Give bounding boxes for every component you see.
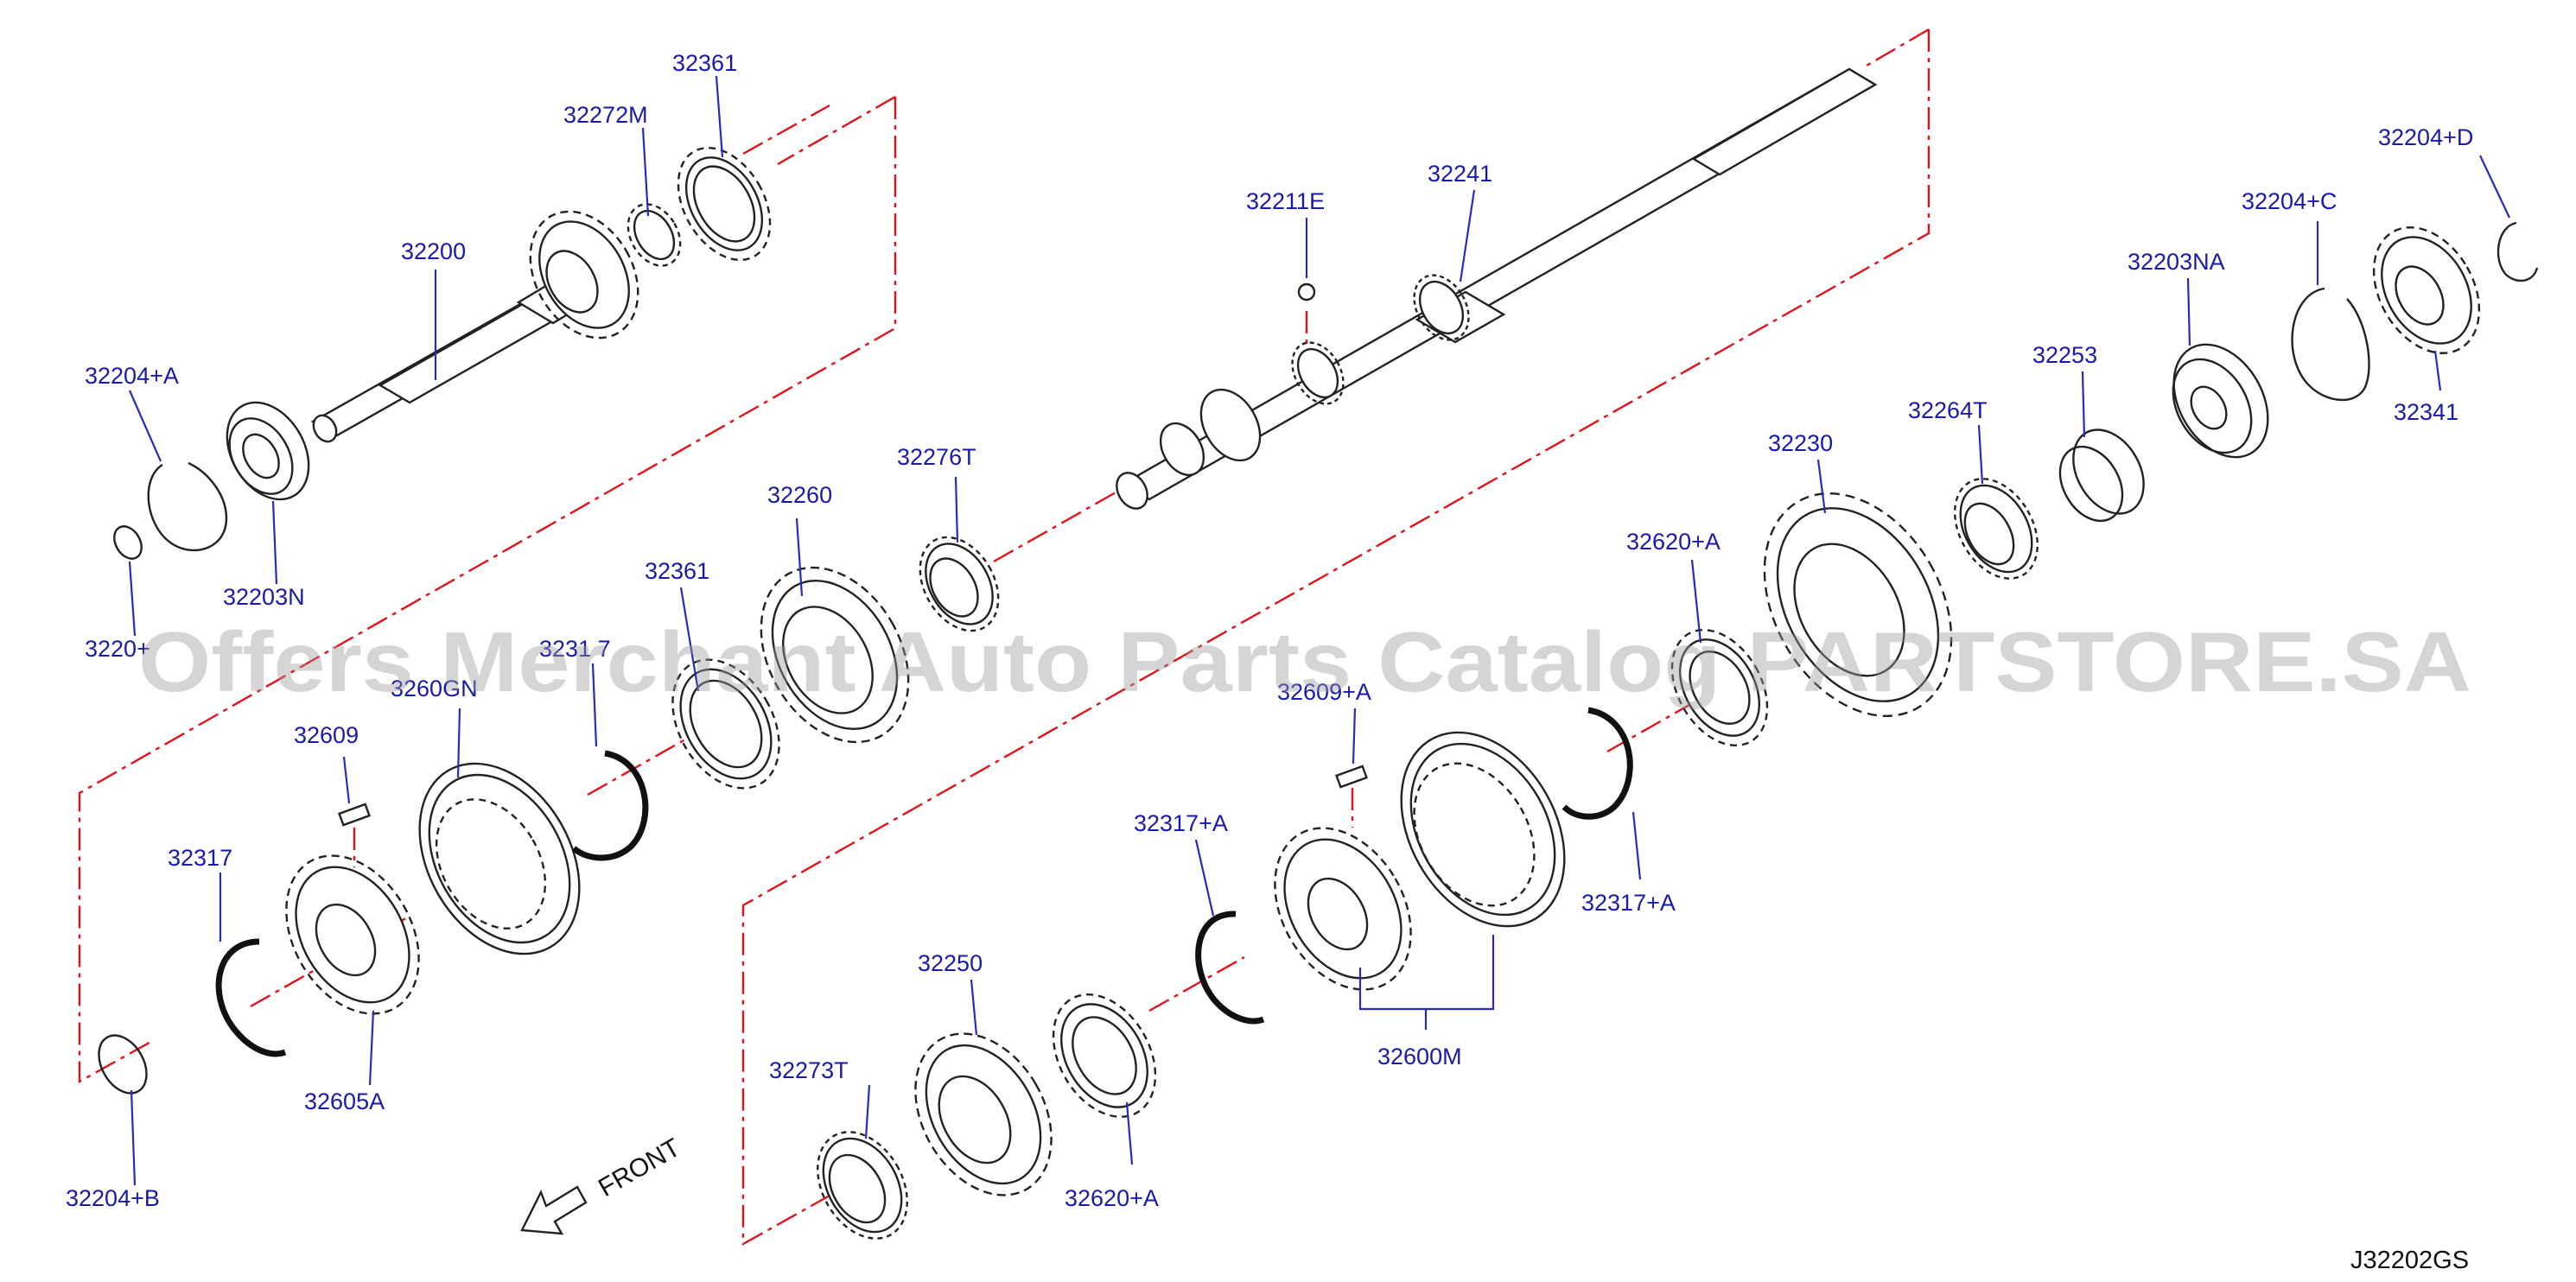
label-32204C: 32204+C: [2242, 188, 2337, 214]
main-shaft-32241: [1116, 67, 1878, 510]
label-32241: 32241: [1428, 161, 1492, 187]
needle-bearing-32273T: [817, 1131, 908, 1240]
label-32253: 32253: [2032, 342, 2097, 368]
label-32204B: 32204+B: [66, 1185, 160, 1211]
bushing-32253: [2058, 428, 2145, 523]
bearing-32203N: [226, 401, 310, 501]
label-32211E: 32211E: [1246, 188, 1325, 214]
front-label: FRONT: [594, 1133, 685, 1203]
label-32250: 32250: [918, 950, 983, 976]
gear-32605A: [285, 854, 420, 1015]
phantom-frame-left: [78, 97, 897, 1084]
phantom-line-upper: [777, 95, 896, 166]
synchro-ring-32361-mid: [671, 658, 780, 790]
label-32203NA: 32203NA: [2128, 249, 2225, 275]
front-arrow: FRONT: [520, 1133, 685, 1235]
gear-32230: [1763, 492, 1953, 717]
hub-32600M: [1274, 827, 1412, 991]
snap-ring-32317A-right: [1562, 707, 1633, 820]
label-32200: 32200: [401, 238, 466, 264]
label-32272M: 32272M: [563, 102, 648, 128]
label-32317-mid: 3231 7: [539, 636, 611, 662]
label-32273T: 32273T: [769, 1057, 849, 1083]
label-32317A-mid: 32317+A: [1134, 810, 1228, 836]
synchro-ring-32620A-right: [1670, 628, 1769, 747]
label-32230: 32230: [1768, 430, 1833, 456]
snap-ring-32317A-mid: [1195, 911, 1265, 1025]
sleeve-32600M: [1400, 731, 1566, 928]
label-32264T: 32264T: [1908, 397, 1988, 423]
gear-32250: [914, 1032, 1053, 1196]
label-32608N: 3260GN: [391, 676, 478, 701]
label-32605A: 32605A: [304, 1088, 385, 1114]
label-32276T: 32276T: [897, 444, 976, 470]
snap-ring-32204C: [2291, 287, 2370, 402]
part-labels: 32361 32272M 32200 32204+A 32203N 3220+ …: [66, 50, 2473, 1211]
snap-ring-32317: [215, 938, 287, 1057]
snap-ring-32317-mid: [571, 750, 649, 861]
needle-bearing-32272M: [627, 203, 682, 267]
ball-32211E: [1297, 282, 1316, 301]
snap-ring-small-left: [113, 525, 143, 560]
label-32203N: 32203N: [223, 584, 305, 610]
axis-line-d: [1148, 955, 1245, 1012]
label-32341: 32341: [2394, 399, 2458, 425]
shifting-key-32609A: [1335, 765, 1368, 789]
label-32361-top: 32361: [672, 50, 737, 76]
label-32620A-right: 32620+A: [1626, 529, 1721, 555]
needle-bearing-32264T: [1954, 478, 2039, 580]
input-shaft-32200: [310, 210, 639, 443]
label-32204A: 32204+A: [85, 363, 179, 389]
axis-line-f: [742, 104, 830, 155]
snap-ring-32204A: [147, 461, 228, 552]
label-32204D: 32204+D: [2378, 124, 2473, 150]
gear-32341: [2372, 226, 2481, 354]
label-32317A-right: 32317+A: [1581, 890, 1676, 916]
axis-line-c: [993, 486, 1124, 563]
label-32620A-bottom: 32620+A: [1065, 1185, 1159, 1211]
label-32609: 32609: [294, 722, 359, 748]
gear-32260: [760, 566, 910, 744]
snap-ring-32204D: [2496, 221, 2539, 282]
label-32609A: 32609+A: [1277, 679, 1371, 705]
shifting-key-32609: [338, 803, 371, 827]
synchro-ring-32361-top: [677, 146, 772, 262]
label-32600M: 32600M: [1377, 1044, 1462, 1069]
leader-lines: [128, 75, 2510, 1186]
label-32317: 32317: [168, 845, 232, 871]
snap-ring-32204B: [98, 1034, 148, 1095]
needle-bearing-32276T: [919, 536, 1000, 632]
label-32204-left: 3220+: [85, 636, 150, 662]
watermark-text: Offers Merchant Auto Parts Catalog PARTS…: [138, 614, 2471, 709]
phantom-frame-right: [741, 29, 1930, 1247]
phantom-line-top: [1866, 28, 1930, 67]
bearing-32203NA: [2172, 343, 2269, 459]
synchro-ring-32620A-bottom: [1052, 993, 1157, 1118]
label-32361-mid: 32361: [645, 558, 709, 584]
diagram-code: J32202GS: [2350, 1247, 2469, 1274]
label-32260: 32260: [767, 482, 832, 508]
coupling-sleeve-32608N: [418, 762, 581, 955]
